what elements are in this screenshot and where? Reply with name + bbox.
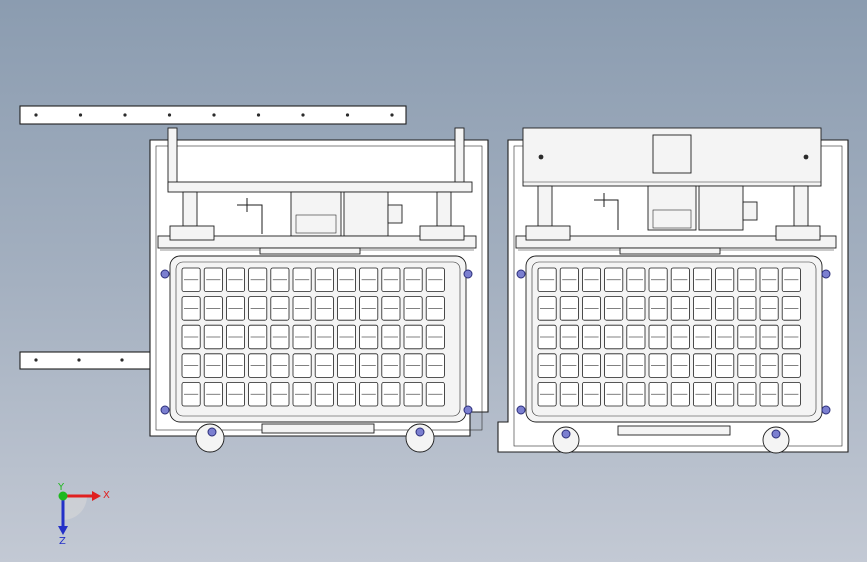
- bottom-rail: [19, 351, 171, 370]
- rail-hole: [120, 358, 124, 362]
- rail-hole: [256, 113, 261, 117]
- rail-hole: [301, 113, 305, 117]
- rail-hole: [78, 113, 83, 117]
- triad-x-label: X: [103, 490, 110, 501]
- right-assembly: [497, 127, 849, 454]
- rail-hole: [123, 113, 127, 117]
- rail-hole: [345, 113, 350, 117]
- rail-hole: [34, 358, 38, 362]
- top-rail: [19, 105, 407, 125]
- triad-y-label: Y: [57, 482, 65, 493]
- rail-hole: [167, 113, 172, 117]
- rail-hole: [212, 113, 216, 117]
- triad-z-label: Z: [59, 536, 66, 547]
- rail-hole: [390, 113, 394, 117]
- left-assembly: [149, 127, 489, 453]
- rail-hole: [77, 358, 81, 362]
- coordinate-triad: X Y Z: [57, 482, 110, 547]
- rail-hole: [34, 113, 38, 117]
